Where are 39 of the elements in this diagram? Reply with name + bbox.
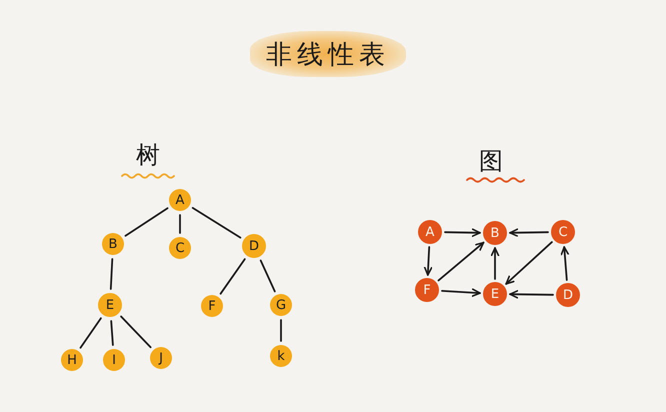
connector-line bbox=[179, 214, 181, 234]
section-heading: 图 bbox=[479, 149, 503, 173]
graph-vertex: E bbox=[483, 282, 507, 306]
graph-vertex: C bbox=[551, 220, 575, 244]
connector-line bbox=[260, 260, 276, 292]
tree-node: k bbox=[270, 345, 292, 367]
arrow bbox=[490, 247, 500, 280]
connector-line bbox=[124, 207, 168, 237]
tree-node: D bbox=[242, 234, 266, 258]
tree-node: E bbox=[98, 293, 122, 317]
arrow bbox=[438, 242, 484, 282]
tree-node: C bbox=[169, 237, 191, 259]
graph-vertex: B bbox=[483, 221, 507, 245]
arrow bbox=[444, 228, 481, 237]
arrow bbox=[424, 246, 432, 276]
tree-node: H bbox=[61, 349, 83, 371]
graph-vertex: F bbox=[415, 278, 439, 302]
connector-line bbox=[120, 316, 152, 348]
connector-line bbox=[192, 207, 242, 238]
tree-node: J bbox=[150, 347, 172, 369]
connector-line bbox=[110, 320, 114, 346]
tree-node: F bbox=[201, 295, 223, 317]
section-heading: 树 bbox=[136, 143, 160, 167]
tree-node: G bbox=[270, 294, 292, 316]
graph-vertex: A bbox=[418, 220, 442, 244]
graph-vertex: D bbox=[556, 283, 580, 307]
arrow bbox=[509, 290, 554, 299]
connector-line bbox=[80, 317, 102, 349]
arrow bbox=[560, 246, 570, 281]
connector-line bbox=[280, 319, 282, 342]
tree-node: A bbox=[169, 189, 191, 211]
connector-line bbox=[110, 258, 114, 290]
arrow bbox=[441, 288, 481, 297]
arrow bbox=[505, 241, 553, 285]
title: 非线性表 bbox=[250, 31, 406, 77]
arrow bbox=[509, 228, 549, 237]
tree-node: I bbox=[103, 349, 125, 371]
tree-node: B bbox=[102, 233, 124, 255]
connector-line bbox=[220, 258, 246, 295]
